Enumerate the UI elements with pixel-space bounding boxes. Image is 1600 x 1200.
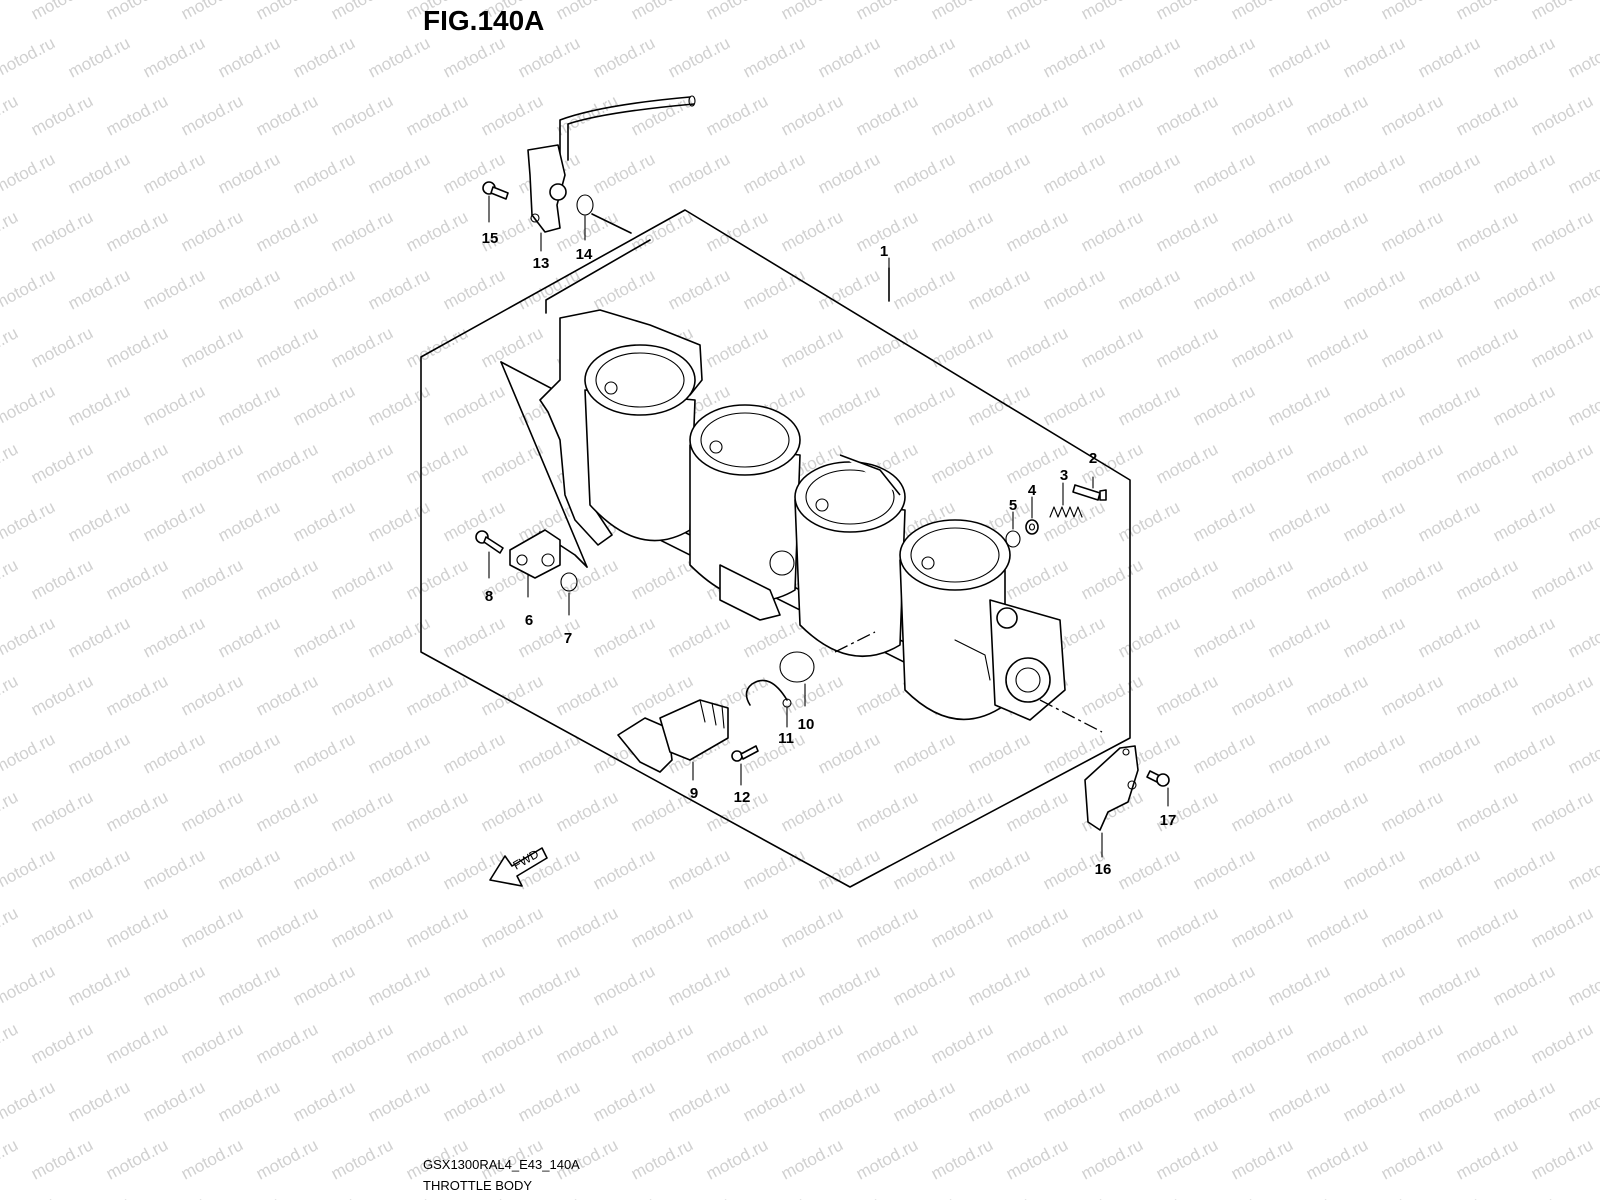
- callout-3: 3: [1060, 467, 1068, 484]
- bore-1: [584, 344, 696, 416]
- bore-4: [899, 519, 1011, 591]
- part-13-sensor: [527, 95, 696, 252]
- part-2-screw: [1072, 476, 1107, 501]
- callout-14: 14: [576, 246, 593, 263]
- callout-6: 6: [525, 612, 533, 629]
- part-callouts: 1 2 3 4 5 6 7 8 9 10 11 12 13 14 15 16 1…: [482, 230, 1177, 878]
- part-6-sensor: [509, 529, 561, 598]
- part-16-bracket: [1084, 745, 1139, 858]
- callout-10: 10: [798, 716, 815, 733]
- callout-8: 8: [485, 588, 493, 605]
- part-11-clip: [745, 679, 792, 728]
- diagram-code: GSX1300RAL4_E43_140A: [423, 1157, 580, 1172]
- part-4-washer: [1025, 496, 1039, 535]
- assembly-frame: [420, 209, 1131, 888]
- callout-11: 11: [778, 730, 794, 747]
- callout-4: 4: [1028, 482, 1037, 499]
- callout-13: 13: [533, 255, 550, 272]
- part-10-oring: [779, 651, 815, 707]
- figure-title: FIG.140A: [423, 5, 544, 36]
- bore-2: [689, 404, 801, 476]
- callout-2: 2: [1089, 450, 1097, 467]
- part-12-screw: [731, 745, 759, 786]
- callout-1: 1: [880, 243, 888, 260]
- callout-15: 15: [482, 230, 499, 247]
- callout-7: 7: [564, 630, 572, 647]
- callout-12: 12: [734, 789, 751, 806]
- part-9-sensor: [617, 699, 729, 781]
- callout-17: 17: [1160, 812, 1177, 829]
- part-3-spring: [1049, 482, 1083, 518]
- part-7-oring: [560, 572, 578, 616]
- forward-arrow-icon: FWD: [489, 847, 548, 887]
- bore-3: [794, 461, 906, 533]
- part-5-oring: [1005, 511, 1021, 548]
- callout-16: 16: [1095, 861, 1112, 878]
- throttle-pulley: [1005, 657, 1051, 703]
- leader-lines: [834, 631, 1103, 733]
- callout-9: 9: [690, 785, 698, 802]
- throttle-body-assembly: [539, 309, 1066, 721]
- part-15-screw: [482, 181, 509, 223]
- part-17-screw: [1146, 770, 1170, 807]
- callout-5: 5: [1009, 497, 1017, 514]
- part-8-screw: [475, 530, 504, 579]
- part-14-oring: [576, 194, 594, 241]
- diagram-name: THROTTLE BODY: [423, 1178, 532, 1193]
